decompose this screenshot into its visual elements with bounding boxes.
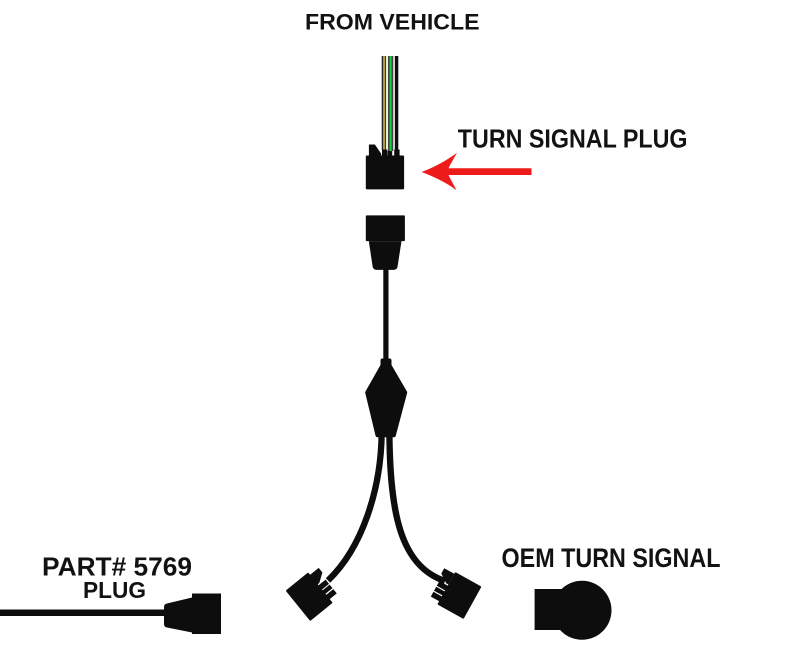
svg-text:OEM TURN SIGNAL: OEM TURN SIGNAL [502, 543, 721, 573]
svg-text:TURN SIGNAL PLUG: TURN SIGNAL PLUG [458, 124, 688, 154]
svg-text:PART# 5769: PART# 5769 [42, 552, 192, 582]
svg-text:FROM VEHICLE: FROM VEHICLE [305, 10, 480, 35]
svg-text:PLUG: PLUG [83, 577, 146, 603]
